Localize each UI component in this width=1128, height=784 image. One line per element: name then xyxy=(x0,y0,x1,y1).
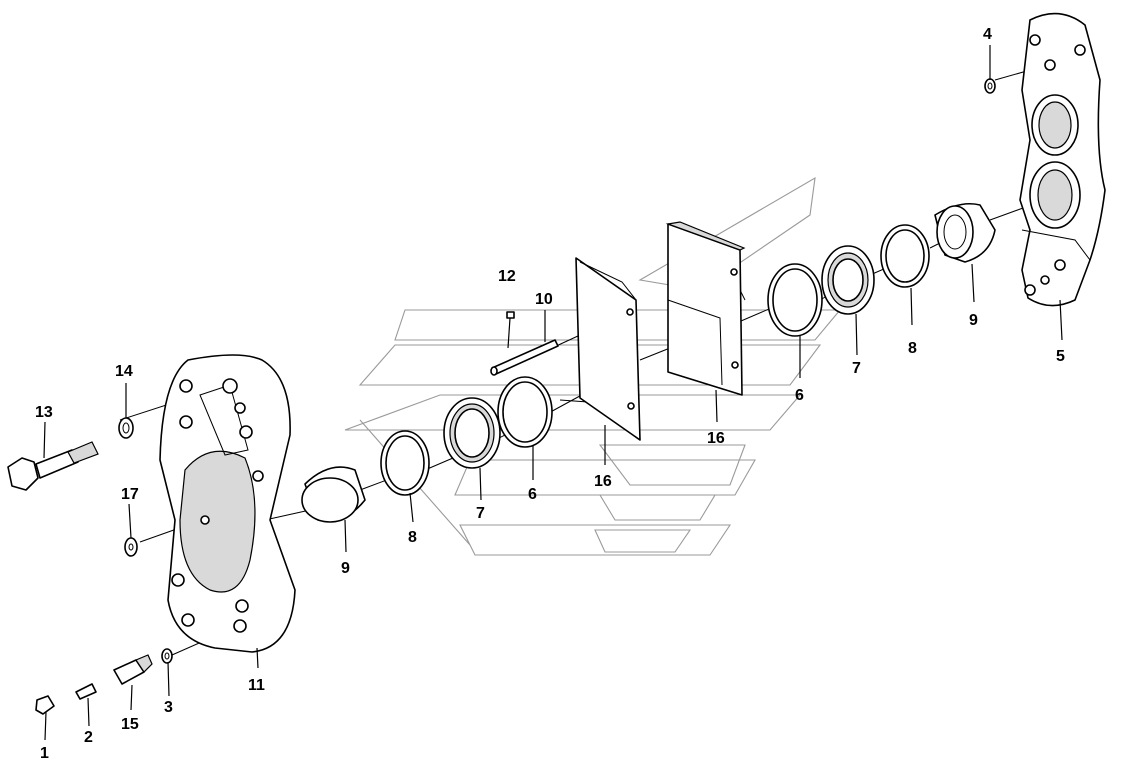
callout-4: 4 xyxy=(983,26,992,43)
callout-12: 12 xyxy=(498,268,516,285)
retaining-pin xyxy=(490,339,559,376)
callout-labels: 1 2 3 4 5 6 6 7 7 8 8 9 9 10 11 12 13 14… xyxy=(35,26,1065,762)
callout-7-right: 7 xyxy=(852,360,861,377)
left-caliper-half xyxy=(159,354,296,653)
callout-17: 17 xyxy=(121,486,139,503)
right-dust-boot-7 xyxy=(821,245,875,315)
washer-14 xyxy=(118,417,134,439)
callout-8-left: 8 xyxy=(408,529,417,546)
left-piston xyxy=(301,466,366,523)
washer-3 xyxy=(161,648,173,664)
right-ring-6 xyxy=(767,263,823,337)
callout-15: 15 xyxy=(121,716,139,733)
callout-16-left: 16 xyxy=(594,473,612,490)
callout-16-right: 16 xyxy=(707,430,725,447)
callout-6-right: 6 xyxy=(795,387,804,404)
callout-9-left: 9 xyxy=(341,560,350,577)
right-piston xyxy=(934,202,996,263)
brake-pad-left xyxy=(575,257,641,441)
washer-4 xyxy=(984,78,996,94)
callout-2: 2 xyxy=(84,729,93,746)
mounting-bolt xyxy=(7,441,99,491)
callout-5: 5 xyxy=(1056,348,1065,365)
leader-lines xyxy=(43,45,1063,741)
left-dust-boot-7 xyxy=(443,397,501,469)
washer-17 xyxy=(124,537,138,557)
callout-11: 11 xyxy=(248,677,265,694)
callout-9-right: 9 xyxy=(969,312,978,329)
callout-3: 3 xyxy=(164,699,173,716)
right-caliper-half xyxy=(1019,12,1106,307)
callout-6-left: 6 xyxy=(528,486,537,503)
brake-pad-right xyxy=(665,221,746,396)
right-seal-8 xyxy=(880,224,930,288)
bleed-screw-2 xyxy=(75,683,97,700)
adapter-15 xyxy=(113,654,153,685)
callout-8-right: 8 xyxy=(908,340,917,357)
left-ring-6 xyxy=(497,376,553,448)
small-bolt-12 xyxy=(506,311,515,349)
callout-10: 10 xyxy=(535,291,553,308)
bleed-cap-1 xyxy=(35,695,55,715)
left-seal-8 xyxy=(380,430,430,496)
callout-7-left: 7 xyxy=(476,505,485,522)
callout-13: 13 xyxy=(35,404,53,421)
callout-14: 14 xyxy=(115,363,133,380)
callout-1: 1 xyxy=(40,745,49,762)
